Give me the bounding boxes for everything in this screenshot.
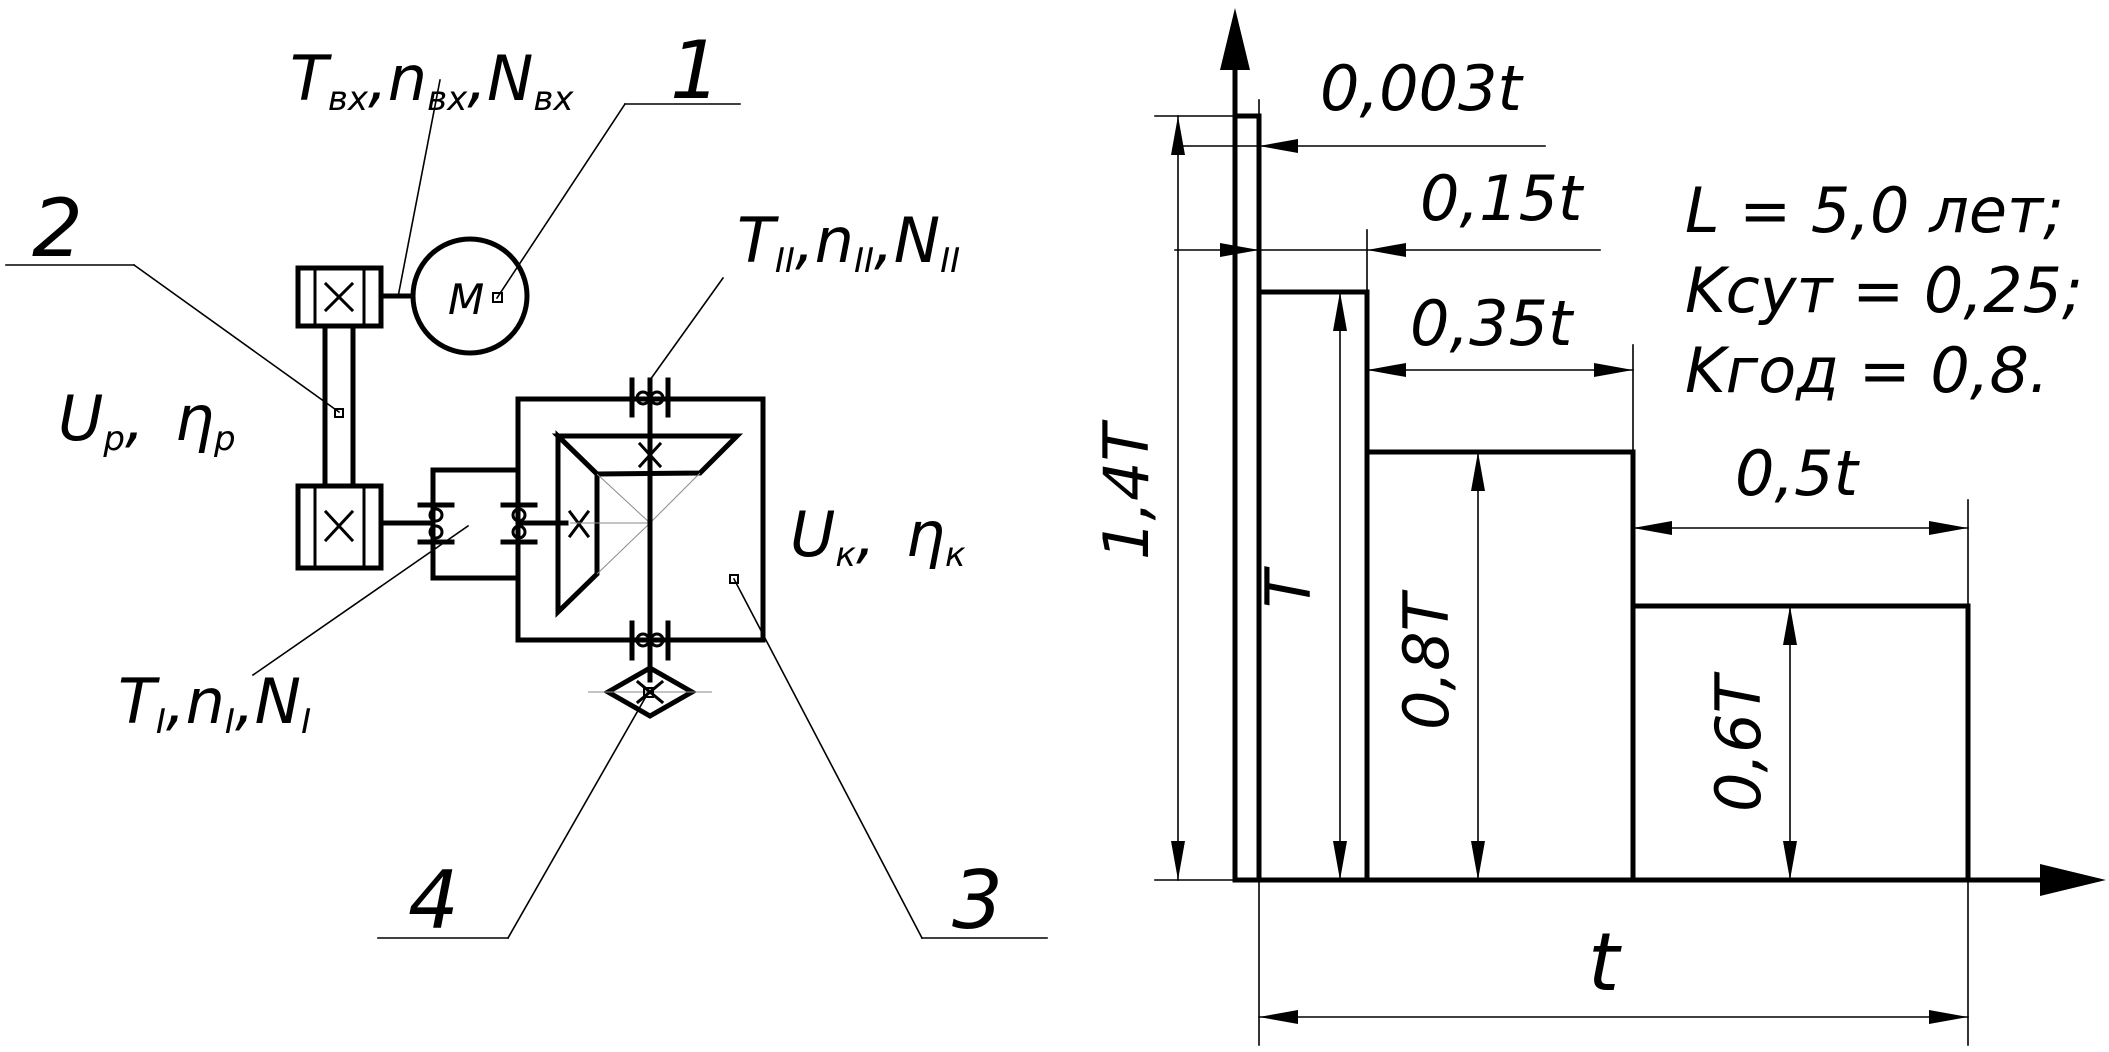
param-k-daily: Kсут = 0,25;	[1685, 254, 2083, 327]
shaft-I-label: TI,nI,NI	[118, 665, 311, 742]
electric-motor: M	[410, 236, 530, 356]
leader-lines	[5, 79, 1048, 940]
dim-0-5t: 0,5t	[1735, 437, 1861, 510]
dim-0-35t: 0,35t	[1410, 287, 1575, 360]
callout-1: 1	[670, 24, 721, 117]
output-sprocket	[588, 665, 712, 719]
belt-drive	[295, 265, 384, 571]
param-service-life: L = 5,0 лет;	[1685, 174, 2064, 247]
dim-0-15t: 0,15t	[1420, 162, 1585, 235]
x-axis-arrow	[2040, 864, 2106, 896]
load-diagram: 0,003t 0,15t 0,35t 0,5t t 1,4T T 0,8T 0,…	[1090, 8, 2106, 1046]
param-k-yearly: Kгод = 0,8.	[1685, 334, 2049, 407]
callout-3: 3	[952, 854, 1003, 947]
dim-peak-duration: 0,003t	[1320, 52, 1524, 125]
shaft-II-label: TII,nII,NII	[737, 204, 960, 281]
dim-level-T: T	[1252, 566, 1325, 608]
bevel-reducer	[515, 377, 766, 683]
input-shaft-label: Tвх,nвх,Nвх	[290, 42, 574, 119]
kinematic-scheme: M	[5, 24, 1048, 947]
motor-letter: M	[448, 275, 484, 324]
belt-drive-params: Uр,ηр	[58, 382, 236, 459]
callout-2: 2	[32, 182, 83, 275]
callout-4: 4	[408, 854, 459, 947]
y-axis-arrow	[1220, 8, 1250, 70]
extension-lines	[1154, 99, 1969, 1046]
dim-level-0-6T: 0,6T	[1702, 671, 1775, 812]
dim-level-0-8T: 0,8T	[1390, 589, 1463, 730]
dim-peak-level: 1,4T	[1090, 419, 1163, 560]
shaft-I-bearings	[417, 502, 569, 545]
dim-total-t: t	[1588, 916, 1622, 1009]
reducer-params: Uк,ηк	[790, 498, 966, 575]
